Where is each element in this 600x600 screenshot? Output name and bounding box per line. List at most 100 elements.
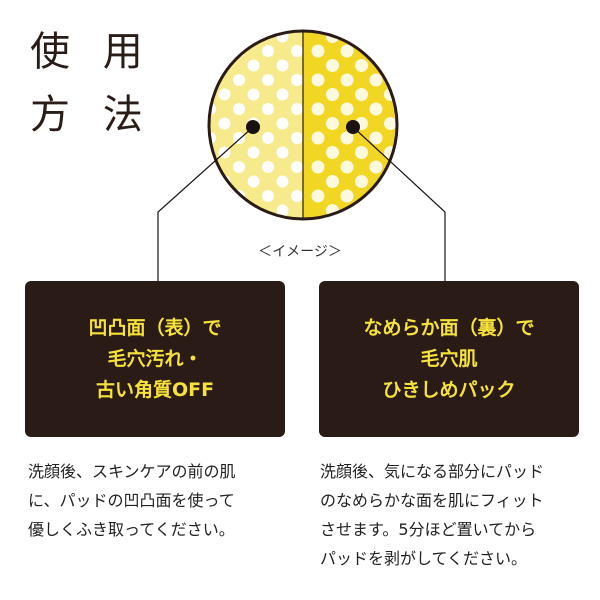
pad-dot [369,102,383,116]
pad-dot [311,218,325,219]
pad-dot [340,131,354,145]
pad-dot [384,31,397,43]
pad-dot [291,132,303,144]
pad-dot [291,16,303,28]
pad-dot [276,204,289,217]
pad-dot [209,74,216,86]
pad-dot [291,219,303,231]
card-line: 毛穴肌 [420,347,478,370]
pad-dot [326,117,339,130]
pad-dot [311,73,325,87]
pad-dot [326,146,339,159]
pad-dot [262,103,274,115]
pad-dot [370,16,383,29]
pad-dot [209,161,216,173]
pad-dot [384,117,397,130]
pad-dot [218,31,231,43]
pad-dot [218,88,231,101]
pad-dot [262,132,274,144]
back-side-description: 洗顔後、気になる部分にパッド のなめらかな面を肌にフィット させます。5分ほど置… [320,457,585,573]
pad-dot [340,73,354,87]
pad-dot [399,219,412,232]
pad-dot [340,218,354,219]
pad-dot [311,44,325,58]
back-leader-line [352,126,446,281]
pad-dot [369,131,383,145]
pad-dot [233,74,245,86]
pad-dot [276,175,289,188]
pad-dot [311,189,325,203]
card-line: 凹凸面（表）で [88,316,222,339]
pad-dot [340,189,354,203]
pad-dot [291,161,303,173]
description-line: に、パッドの凹凸面を使って [28,491,235,510]
pad-dot [218,117,231,130]
front-leader-line [157,126,254,281]
card-line: なめらか面（裏）で [363,316,535,339]
pad-dot [384,59,397,72]
pad-dot [326,59,339,72]
pad-dot [204,16,216,28]
description-line: 洗顔後、気になる部分にパッド [320,462,545,481]
description-line: パッドを剥がしてください。 [320,549,528,568]
pad-dot [355,59,368,72]
pad-dot [247,59,260,72]
pad-dot [262,45,274,57]
pad-dot [326,88,339,101]
pad-dot [209,45,216,57]
pad-dot [233,132,245,144]
pad-dot [291,74,303,86]
pad-dot [341,16,354,29]
description-line: 優しくふき取ってください。 [28,520,235,539]
pad-dot [369,73,383,87]
description-line: 洗顔後、スキンケアの前の肌 [28,462,236,481]
pad-dot [355,146,368,159]
pad-dot [355,175,368,188]
card-line: 毛穴汚れ・ [107,347,203,370]
pad-dot [399,16,412,29]
pad-diagram [157,16,446,281]
front-side-description: 洗顔後、スキンケアの前の肌 に、パッドの凹凸面を使って 優しくふき取ってください… [28,457,293,544]
pad-dot [247,146,260,159]
pad-dot [384,175,397,188]
card-line: ひきしめパック [382,378,516,401]
card-line: 古い角質OFF [95,378,215,401]
pad-dot [399,103,412,116]
pad-dot [276,88,289,101]
pad-dot [262,219,274,231]
pad-dot [326,175,339,188]
pad-dot [291,103,303,115]
pad-dot [262,161,274,173]
pad-dot [399,45,412,58]
pad-dot [262,74,274,86]
pad-dot [384,204,397,217]
description-line: のなめらかな面を肌にフィット [320,491,544,510]
pad-dot [233,103,245,115]
pad-dot [247,175,260,188]
pad-dot [276,117,289,130]
pad-dot [311,131,325,145]
description-line: させます。5分ほど置いてから [320,520,537,539]
back-side-card: なめらか面（裏）で 毛穴肌 ひきしめパック [319,281,579,437]
image-caption: ＜イメージ＞ [258,244,342,260]
page-title-line-2: 方 法 [30,92,153,138]
front-side-card: 凹凸面（表）で 毛穴汚れ・ 古い角質OFF [25,281,285,437]
pad-dot [340,102,354,116]
pad-dot [204,219,216,231]
pad-dot [355,88,368,101]
pad-dot [340,44,354,58]
pad-dot [209,190,216,202]
pad-dot [355,31,368,43]
pad-dot [311,160,325,174]
pad-dot [312,16,325,29]
pad-dot [247,31,260,43]
pad-dot [233,16,245,28]
pad-dot [399,190,412,203]
page-title-line-1: 使 用 [30,29,153,75]
pad-dot [399,74,412,87]
pad-dot [276,146,289,159]
pad-dot [233,161,245,173]
pad-dot [291,45,303,57]
pad-dot [291,190,303,202]
pad-dot [262,190,274,202]
